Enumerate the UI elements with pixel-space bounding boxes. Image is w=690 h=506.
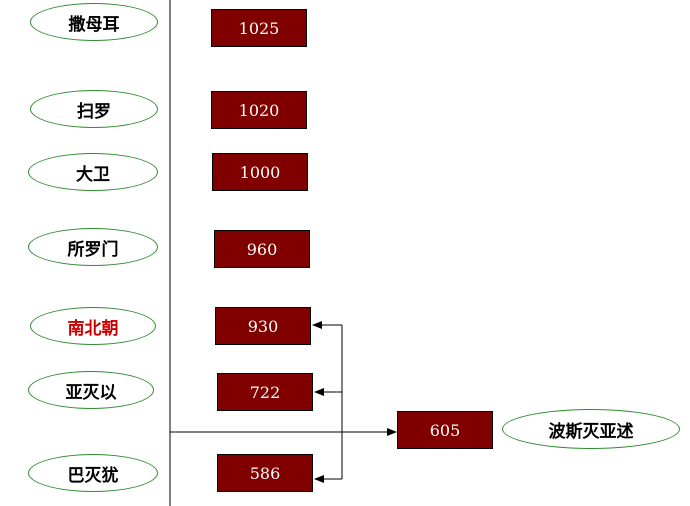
year-box-960: 960 [214,230,310,268]
year-box-722: 722 [217,373,313,411]
oval-david: 大卫 [28,153,158,191]
year-box-1000: 1000 [212,153,308,191]
year-box-586: 586 [217,454,313,492]
oval-divided-kingdom: 南北朝 [30,307,156,345]
year-box-1020: 1020 [211,91,307,129]
year-box-930: 930 [215,307,311,345]
year-box-1025: 1025 [211,9,307,47]
oval-persia-assyria: 波斯灭亚述 [502,409,680,449]
oval-saul: 扫罗 [30,90,158,128]
year-box-605: 605 [397,411,493,449]
oval-judah-fall: 巴灭犹 [28,454,158,492]
oval-samuel: 撒母耳 [30,3,158,41]
oval-israel-fall: 亚灭以 [28,371,154,409]
oval-solomon: 所罗门 [28,228,158,266]
